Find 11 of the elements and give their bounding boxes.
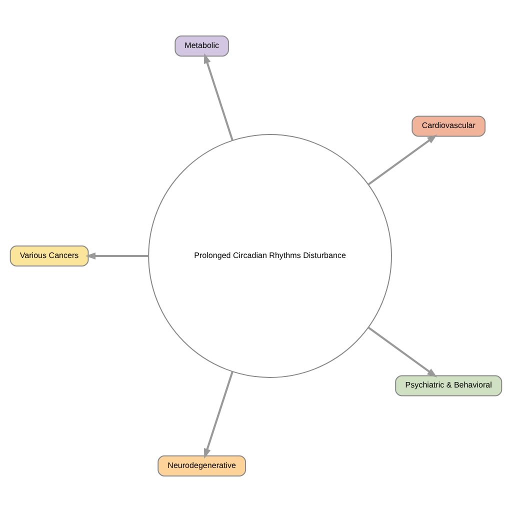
arrow: [204, 53, 234, 141]
arrow: [85, 252, 148, 260]
node-box: Metabolic: [174, 36, 229, 57]
node-box: Various Cancers: [10, 245, 89, 267]
arrow: [204, 371, 234, 459]
node-box: Psychiatric & Behavioral: [395, 375, 502, 396]
arrow: [368, 326, 438, 378]
arrow: [368, 134, 438, 186]
node-circle: Prolonged Circadian Rhythms Disturbance: [148, 134, 392, 378]
node-box: Neurodegenerative: [158, 455, 246, 476]
node-box: Cardiovascular: [412, 116, 486, 137]
